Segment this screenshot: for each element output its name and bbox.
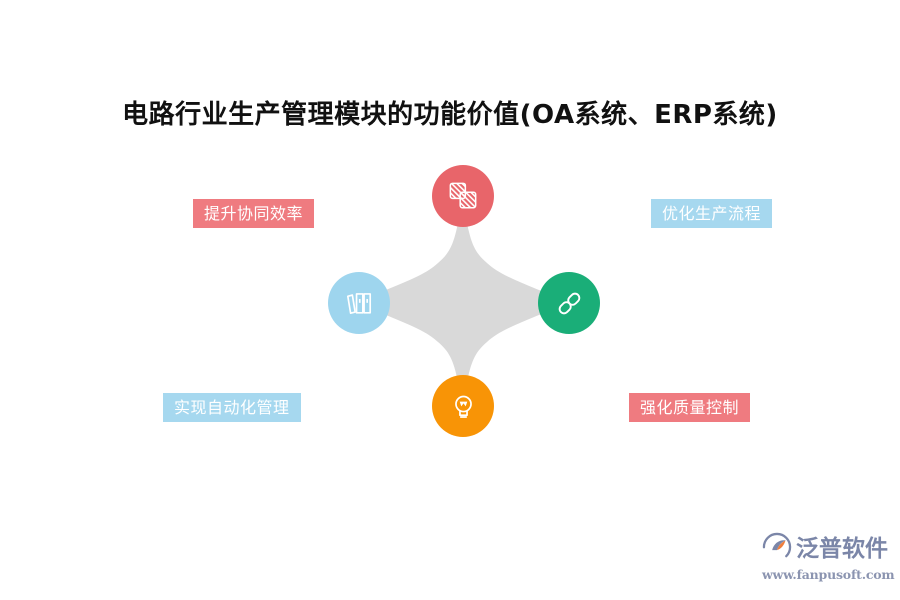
label-optimize-process: 优化生产流程 xyxy=(651,199,773,228)
label-quality-control: 强化质量控制 xyxy=(629,393,751,422)
fanpu-logo-icon xyxy=(762,532,792,566)
label-improve-collaboration: 提升协同效率 xyxy=(193,199,315,228)
node-left-automation[interactable] xyxy=(328,272,390,334)
node-top-collaboration[interactable] xyxy=(432,165,494,227)
label-automation-management: 实现自动化管理 xyxy=(163,393,301,422)
link-icon xyxy=(555,289,584,318)
four-pointed-star-shape xyxy=(355,195,570,410)
node-right-process[interactable] xyxy=(538,272,600,334)
watermark-brand: 泛普软件 xyxy=(796,535,888,562)
books-icon xyxy=(345,289,373,317)
watermark: 泛普软件 www.fanpusoft.com xyxy=(762,532,895,588)
node-bottom-quality[interactable] xyxy=(432,375,494,437)
watermark-url: www.fanpusoft.com xyxy=(762,567,895,582)
lightbulb-icon xyxy=(449,392,478,421)
layers-icon xyxy=(448,181,478,211)
page-title: 电路行业生产管理模块的功能价值(OA系统、ERP系统) xyxy=(122,100,778,130)
